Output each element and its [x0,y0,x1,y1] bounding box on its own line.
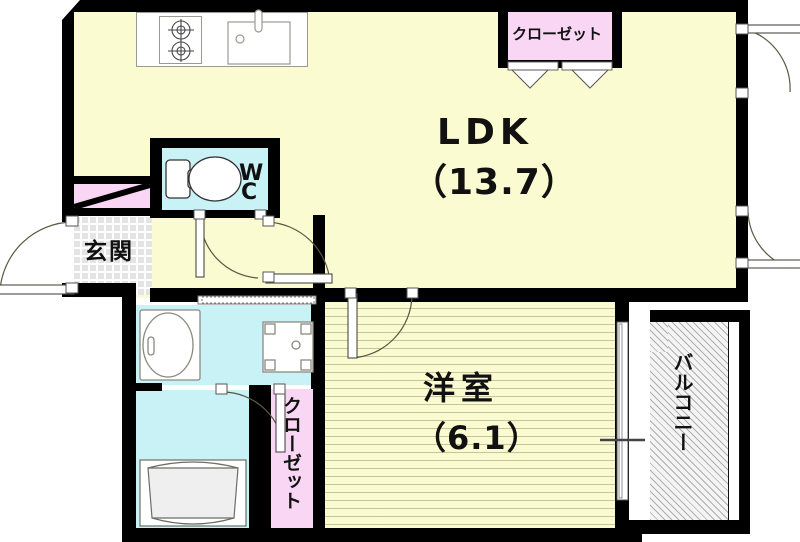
bedroom-area-label: （6.1） [414,419,540,457]
wc-label-w: W [239,161,264,186]
wall-entrance-bottom [62,283,136,297]
wall-left-upper [62,0,74,212]
ldk-area-label: （13.7） [411,162,578,203]
wall-closet-bed-left [263,385,271,532]
wall-ldk-bottom [150,288,620,302]
wall-bedroom-right [615,300,629,532]
wall-top [62,0,746,12]
bathroom-floor [135,390,263,532]
closet-bedroom-label: クローゼット [280,396,302,510]
entrance-label: 玄関 [84,239,134,265]
ldk-label: LDK [437,112,533,153]
wall-wc-left [150,138,162,218]
wall-balcony-right [738,310,750,520]
wall-shoe-cabinet-frame [72,176,152,184]
balcony-floor [650,322,742,520]
wall-closet-ldk-right [612,10,622,68]
gas-stove [159,16,202,64]
entrance-tile-floor [72,215,152,295]
wall-ldk-bottom-right [600,288,748,302]
wall-wc-right [268,138,280,218]
wc-label-c: C [241,180,258,205]
wall-bath-right [249,385,263,532]
balcony-rail-gap [728,322,740,520]
wall-bottom [122,528,642,542]
closet-ldk-fill [508,12,612,60]
wall-wc-top [150,138,280,148]
wall-right-ldk [736,0,748,300]
wall-wc-bottom [160,210,270,218]
wall-balcony-bottom [628,520,750,534]
balcony-floor-notch [650,322,668,352]
balcony-label: バルコニー [670,352,694,452]
wall-closet-ldk-left [498,10,508,68]
wall-closet-bed-right [313,385,325,532]
closet-ldk-label: クローゼット [512,25,603,43]
bedroom-floor [325,300,615,532]
bedroom-label: 洋室 [423,369,500,407]
wall-hall-right [313,215,325,303]
washroom-floor [135,305,323,385]
shoe-cabinet-fill [74,184,150,210]
wall-bath-top [122,383,162,391]
wall-washroom-right [311,300,325,392]
wall-balcony-top [650,310,750,322]
wall-closet-ldk-bottom [498,60,622,68]
wall-shoe-cabinet-bottom [72,208,152,216]
wall-left-lower [122,295,136,542]
